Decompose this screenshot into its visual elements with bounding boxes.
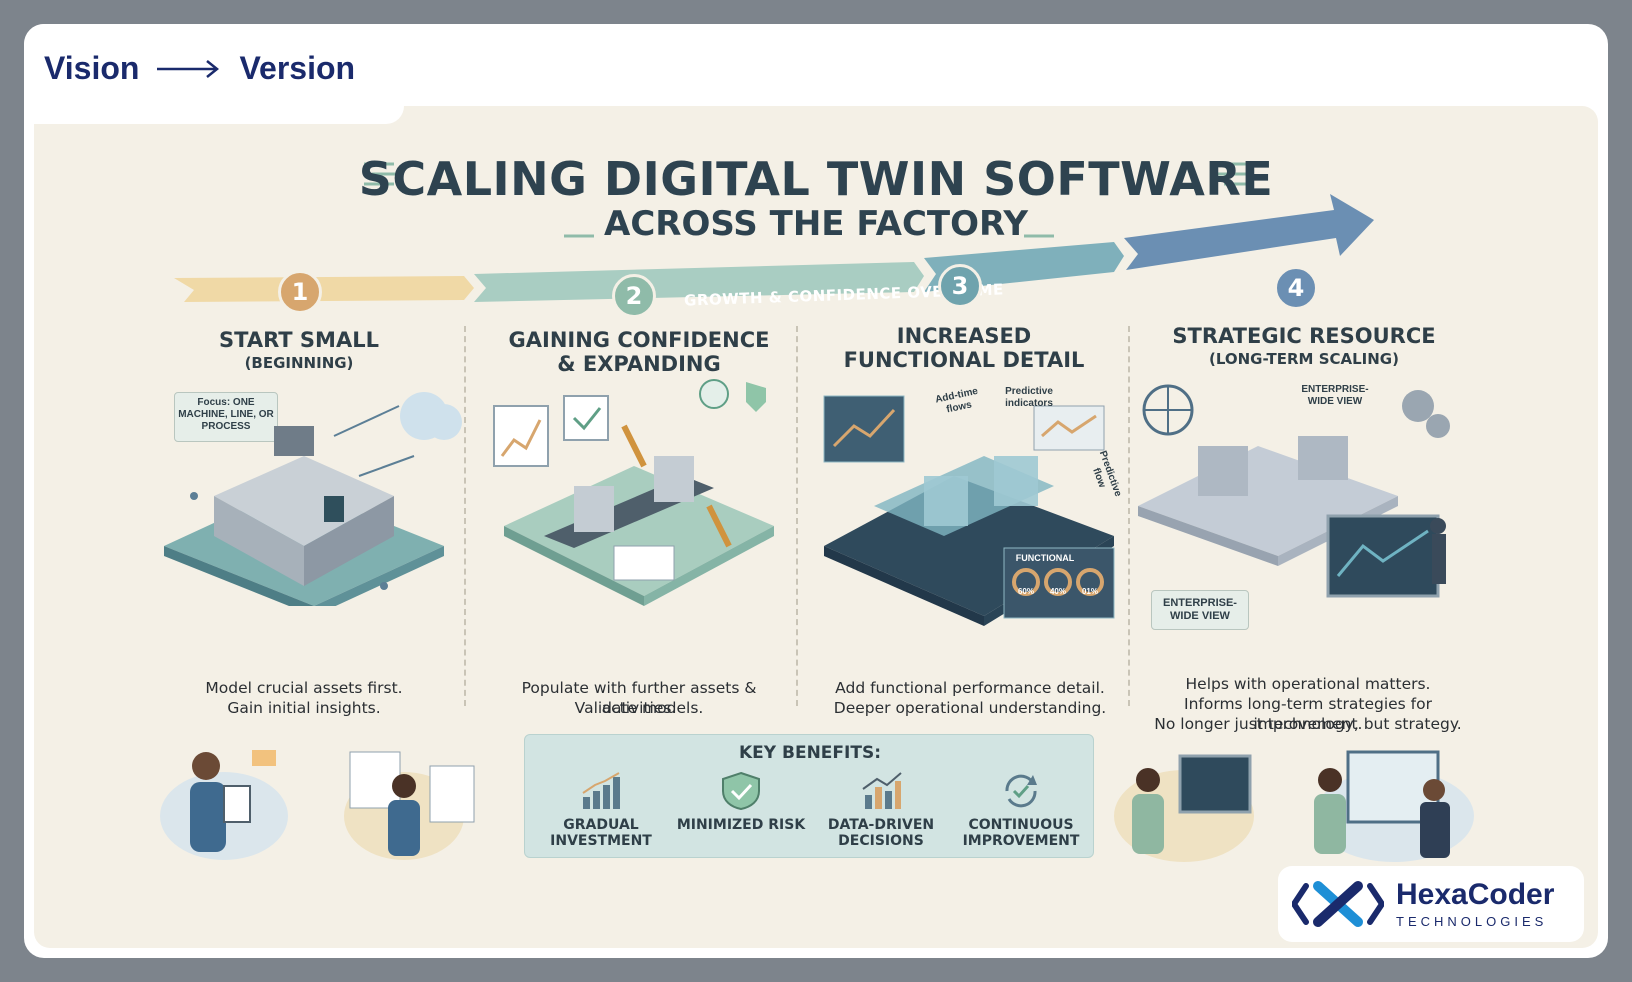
company-logo: HexaCoder TECHNOLOGIES [1278, 866, 1584, 942]
stage-1-desc-2: Gain initial insights. [227, 699, 381, 717]
gauge-1: 60% [1017, 587, 1034, 596]
gauge-3: 01% [1081, 587, 1098, 596]
stage-3-desc-2: Deeper operational understanding. [833, 699, 1107, 717]
benefit-continuous-improvement: CONTINUOUS IMPROVEMENT [951, 771, 1091, 849]
step-number-1: 1 [278, 270, 322, 314]
title-decoration [364, 162, 1254, 238]
stage-4-desc-2: Informs long-term strategies for improve… [1184, 695, 1432, 733]
functional-panel-title: FUNCTIONAL [1015, 553, 1075, 563]
brand-header: Vision Version [44, 50, 355, 87]
focus-callout: Focus: ONE MACHINE, LINE, OR PROCESS [174, 392, 278, 442]
enterprise-view-callout: ENTERPRISE-WIDE VIEW [1151, 590, 1249, 630]
benefit-label: MINIMIZED RISK [676, 817, 806, 833]
step-number-4: 4 [1274, 266, 1318, 310]
brand-left-word: Vision [44, 50, 140, 86]
benefit-label: DATA-DRIVEN DECISIONS [827, 817, 935, 849]
key-benefits-title: KEY BENEFITS: [738, 743, 881, 763]
stage-4-subtitle: (LONG-TERM SCALING) [1209, 350, 1399, 368]
stage-divider [1128, 326, 1130, 706]
benefit-label: GRADUAL INVESTMENT [550, 817, 652, 849]
stage-2-desc-2: Validate models. [574, 699, 704, 717]
step-number-3: 3 [938, 264, 982, 308]
benefit-data-driven-decisions: DATA-DRIVEN DECISIONS [811, 771, 951, 849]
infographic-canvas: SCALING DIGITAL TWIN SOFTWARE ACROSS THE… [34, 106, 1598, 948]
predictive-indicators-tag: Predictive indicators [1005, 386, 1053, 409]
people-right-illustration [1114, 750, 1474, 862]
stage-1-title: START SMALL [219, 328, 379, 352]
functional-detail-illustration [823, 395, 1115, 626]
stage-4-desc-3: No longer just technology, but strategy. [1154, 715, 1462, 733]
main-title: SCALING DIGITAL TWIN SOFTWARE [358, 152, 1274, 206]
stage-4-title: STRATEGIC RESOURCE [1172, 324, 1436, 348]
stage-3-desc-1: Add functional performance detail. [835, 679, 1105, 697]
hexacoder-logo-icon [1292, 881, 1384, 927]
infographic-card: SCALING DIGITAL TWIN SOFTWARE ACROSS THE… [24, 24, 1608, 958]
stage-1-subtitle: (BEGINNING) [244, 354, 354, 372]
logo-subtitle: TECHNOLOGIES [1396, 913, 1548, 929]
people-left-illustration [160, 750, 475, 860]
machine-illustration [164, 392, 462, 606]
timeline-arrow [174, 194, 1374, 302]
growth-chart-icon [582, 772, 620, 809]
enterprise-illustration [1138, 384, 1450, 598]
stage-4-desc-1: Helps with operational matters. [1185, 675, 1431, 693]
production-line-illustration [493, 379, 774, 606]
stage-divider [464, 326, 466, 706]
bar-chart-icon [862, 772, 902, 809]
benefit-label: CONTINUOUS IMPROVEMENT [962, 817, 1080, 849]
benefit-minimized-risk: MINIMIZED RISK [671, 771, 811, 833]
gauge-2: 40% [1049, 587, 1066, 596]
benefit-gradual-investment: GRADUAL INVESTMENT [531, 771, 671, 849]
stage-3-title: INCREASED FUNCTIONAL DETAIL [843, 324, 1085, 372]
key-benefits-panel: KEY BENEFITS: GRADUAL INVESTMENT MINIMIZ… [524, 734, 1094, 858]
step-number-2: 2 [612, 274, 656, 318]
shield-check-icon [722, 771, 760, 811]
stage-divider [796, 326, 798, 706]
brand-right-word: Version [239, 50, 356, 86]
stage-1-desc-1: Model crucial assets first. [205, 679, 403, 697]
main-subtitle: ACROSS THE FACTORY [604, 204, 1028, 244]
logo-name: HexaCoder [1396, 877, 1555, 911]
cycle-check-icon [1005, 774, 1037, 808]
brand-tab: Vision Version [24, 24, 404, 124]
enterprise-view-tag: ENTERPRISE-WIDE VIEW [1301, 384, 1369, 407]
stage-2-desc-1: Populate with further assets & activitie… [521, 679, 757, 717]
arrow-right-icon [157, 59, 220, 78]
stage-2-title: GAINING CONFIDENCE & EXPANDING [508, 328, 770, 376]
